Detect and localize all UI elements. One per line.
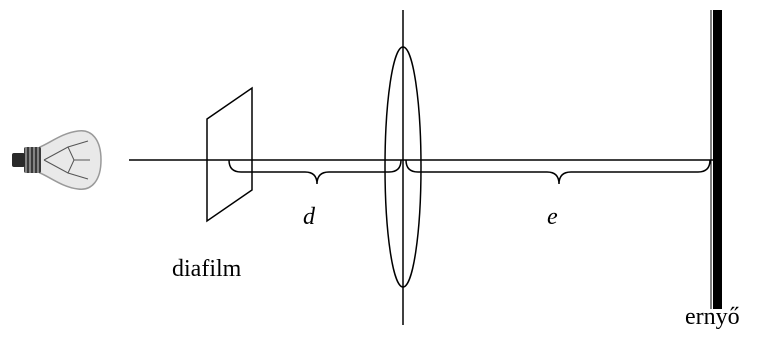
- lens: [384, 46, 422, 288]
- brace-e: [405, 159, 711, 185]
- distance-e-label: e: [547, 204, 558, 230]
- slide-label: diafilm: [172, 256, 242, 282]
- distance-d-label: d: [303, 204, 315, 230]
- brace-d: [228, 159, 402, 185]
- light-bulb-icon: [12, 130, 102, 190]
- screen-bar: [713, 10, 722, 309]
- slide-frame: [206, 86, 253, 223]
- screen-label: ernyő: [685, 304, 740, 330]
